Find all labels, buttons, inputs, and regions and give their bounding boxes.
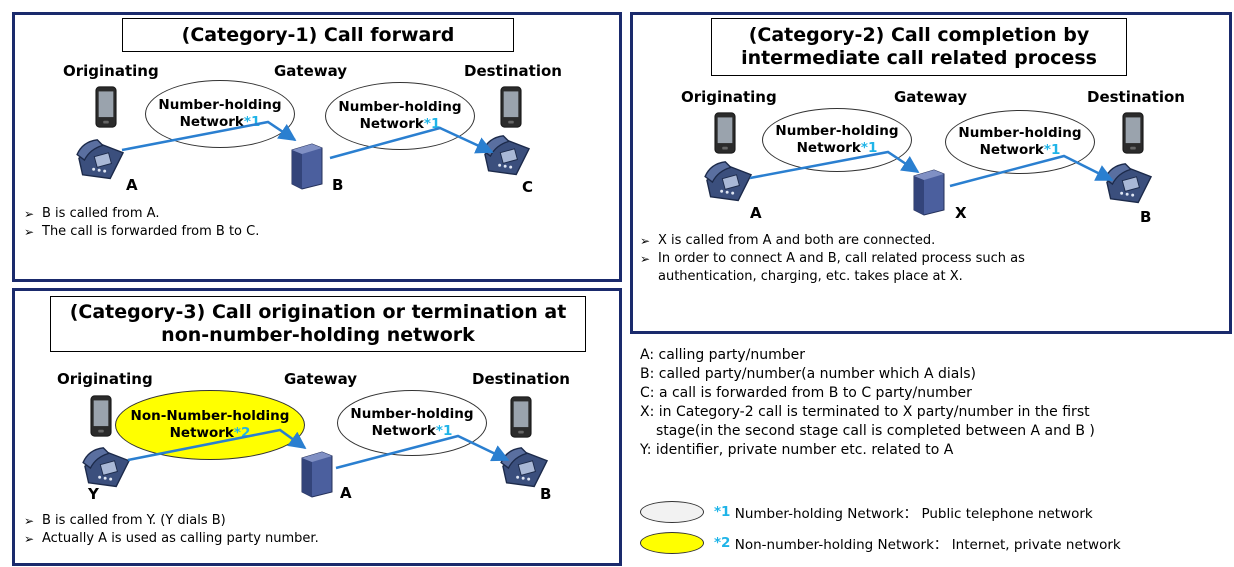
cat3-number-holding-network: Number-holding Network*1 bbox=[337, 390, 487, 456]
key-number-holding: *1 Number-holding Network： Public teleph… bbox=[640, 501, 1093, 523]
cat2-arrow-gateway-to-b bbox=[949, 154, 1114, 188]
category-2-title-line1: (Category-2) Call completion by bbox=[748, 24, 1090, 46]
cat1-originating-label: Originating bbox=[63, 62, 159, 80]
legend-c: C: a call is forwarded from B to C party… bbox=[640, 385, 972, 401]
cat1-node-c: C bbox=[522, 178, 534, 196]
cat3-non-number-holding-network: Non-Number-holding Network*2 bbox=[115, 390, 305, 460]
cat3-destination-label: Destination bbox=[472, 370, 570, 388]
list-item: X is called from A and both are connecte… bbox=[640, 232, 1040, 250]
yellow-oval-swatch bbox=[640, 532, 704, 554]
cat2-number-holding-network-2: Number-holding Network*1 bbox=[945, 110, 1095, 174]
cat3-gateway-label: Gateway bbox=[284, 370, 358, 388]
list-item: In order to connect A and B, call relate… bbox=[640, 250, 1040, 286]
cat2-node-x: X bbox=[955, 204, 967, 222]
cat1-node-b: B bbox=[332, 176, 344, 194]
cat3-bullet-list: B is called from Y. (Y dials B) Actually… bbox=[24, 512, 319, 548]
cat1-arrow-gateway-to-c bbox=[329, 126, 494, 160]
white-oval-swatch bbox=[640, 501, 704, 523]
category-2-title: (Category-2) Call completion by intermed… bbox=[711, 18, 1127, 76]
list-item: Actually A is used as calling party numb… bbox=[24, 530, 319, 548]
cat2-node-b: B bbox=[1140, 208, 1152, 226]
cat2-node-a: A bbox=[750, 204, 762, 222]
cat1-gateway-label: Gateway bbox=[274, 62, 348, 80]
cat3-originating-label: Originating bbox=[57, 370, 153, 388]
list-item: B is called from A. bbox=[24, 205, 259, 223]
category-2-title-line2: intermediate call related process bbox=[741, 47, 1097, 69]
cat3-node-b: B bbox=[540, 485, 552, 503]
category-3-title: (Category-3) Call origination or termina… bbox=[50, 296, 586, 352]
cat3-arrow-gateway-to-b bbox=[335, 434, 510, 470]
list-item: B is called from Y. (Y dials B) bbox=[24, 512, 319, 530]
cat1-number-holding-network-1: Number-holding Network*1 bbox=[145, 80, 295, 148]
category-3-title-line1: (Category-3) Call origination or termina… bbox=[69, 301, 567, 323]
abbreviation-legend: A: calling party/number B: called party/… bbox=[640, 346, 1095, 460]
cat2-arrow-a-to-gateway bbox=[749, 150, 920, 180]
cat2-bullet-list: X is called from A and both are connecte… bbox=[640, 232, 1040, 286]
key-non-number-holding: *2 Non-number-holding Network： Internet,… bbox=[640, 532, 1121, 554]
cat2-originating-label: Originating bbox=[681, 88, 777, 106]
legend-x-line1: X: in Category-2 call is terminated to X… bbox=[640, 404, 1090, 420]
cat2-gateway-label: Gateway bbox=[894, 88, 968, 106]
cat1-bullet-list: B is called from A. The call is forwarde… bbox=[24, 205, 259, 241]
cat1-destination-label: Destination bbox=[464, 62, 562, 80]
cat3-node-a: A bbox=[340, 484, 352, 502]
cat1-arrow-a-to-gateway bbox=[121, 120, 297, 152]
cat3-arrow-y-to-gateway bbox=[127, 428, 307, 462]
legend-b: B: called party/number(a number which A … bbox=[640, 366, 976, 382]
cat2-destination-label: Destination bbox=[1087, 88, 1185, 106]
category-3-title-line2: non-number-holding network bbox=[161, 324, 475, 346]
category-1-title-text: (Category-1) Call forward bbox=[181, 23, 455, 46]
list-item: The call is forwarded from B to C. bbox=[24, 223, 259, 241]
legend-y: Y: identifier, private number etc. relat… bbox=[640, 442, 954, 458]
category-1-title: (Category-1) Call forward bbox=[122, 18, 514, 52]
legend-x-line2: stage(in the second stage call is comple… bbox=[656, 423, 1095, 439]
cat3-node-y: Y bbox=[88, 485, 99, 503]
legend-a: A: calling party/number bbox=[640, 347, 806, 363]
cat1-node-a: A bbox=[126, 176, 138, 194]
